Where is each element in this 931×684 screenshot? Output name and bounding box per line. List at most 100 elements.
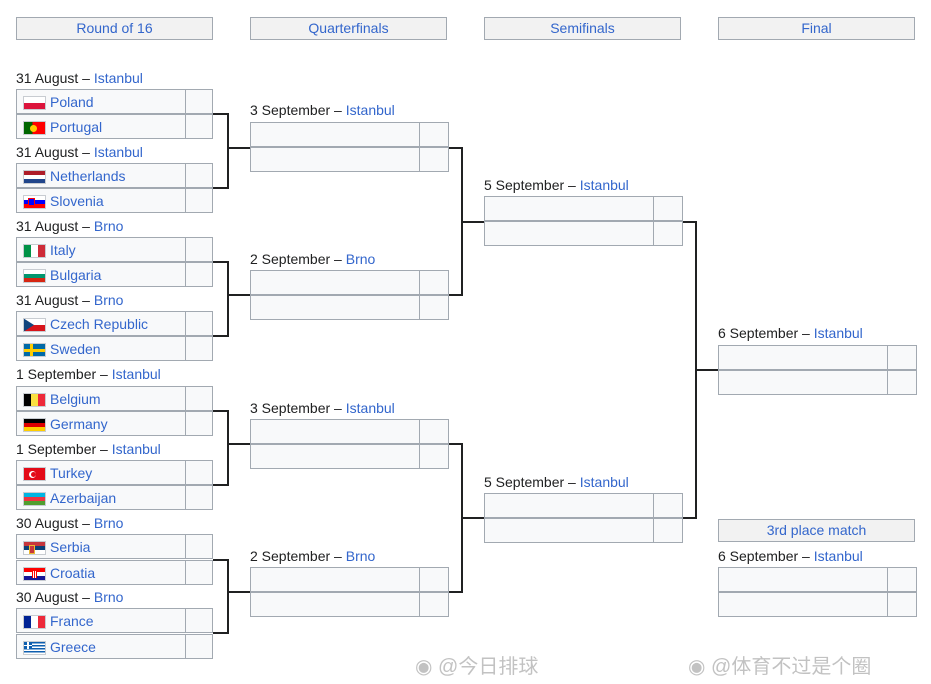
- score-cell: [185, 311, 213, 336]
- team-slot: [250, 295, 420, 320]
- qf-match-4-city[interactable]: Brno: [345, 548, 376, 564]
- score-cell: [653, 518, 683, 543]
- team-name-link[interactable]: Serbia: [50, 539, 91, 555]
- bracket-connector: [227, 559, 229, 634]
- flag-netherlands-icon: [23, 170, 46, 184]
- team-name-link[interactable]: Bulgaria: [50, 267, 102, 283]
- team-name-link[interactable]: Italy: [50, 242, 76, 258]
- team-slot: [250, 270, 420, 295]
- sf-match-2-city[interactable]: Istanbul: [579, 474, 629, 490]
- team-name-link[interactable]: Portugal: [50, 119, 103, 135]
- team-name-link[interactable]: Sweden: [50, 341, 101, 357]
- third-place-city[interactable]: Istanbul: [813, 548, 863, 564]
- team-slot: [718, 370, 888, 395]
- qf-match-3-city[interactable]: Istanbul: [345, 400, 395, 416]
- r16-match-4-city[interactable]: Brno: [93, 292, 124, 308]
- team-name-link[interactable]: Turkey: [50, 465, 93, 481]
- r16-match-7-city[interactable]: Brno: [93, 515, 124, 531]
- team-slot: [250, 567, 420, 592]
- score-cell: [887, 567, 917, 592]
- bracket-connector: [449, 147, 463, 149]
- team-row: Serbia: [16, 534, 186, 559]
- score-cell: [185, 188, 213, 213]
- team-name-link[interactable]: Netherlands: [50, 168, 126, 184]
- r16-match-2-city[interactable]: Istanbul: [93, 144, 143, 160]
- team-slot: [250, 592, 420, 617]
- flag-azerbaijan-icon: [23, 492, 46, 506]
- team-slot: [718, 345, 888, 370]
- flag-turkey-icon: [23, 467, 46, 481]
- flag-croatia-icon: [23, 567, 46, 581]
- third-place-date: 6 September – Istanbul: [718, 548, 863, 564]
- r16-match-4-date: 31 August – Brno: [16, 292, 124, 308]
- flag-italy-icon: [23, 244, 46, 258]
- flag-serbia-icon: [23, 541, 46, 555]
- team-row: Italy: [16, 237, 186, 262]
- team-name-link[interactable]: Czech Republic: [50, 316, 149, 332]
- header-third-place[interactable]: 3rd place match: [718, 519, 915, 542]
- header-round-of-16[interactable]: Round of 16: [16, 17, 213, 40]
- flag-bulgaria-icon: [23, 269, 46, 283]
- r16-match-3-date: 31 August – Brno: [16, 218, 124, 234]
- team-name-link[interactable]: Poland: [50, 94, 94, 110]
- r16-match-6-city[interactable]: Istanbul: [111, 441, 161, 457]
- r16-match-5-city[interactable]: Istanbul: [111, 366, 161, 382]
- team-row: Bulgaria: [16, 262, 186, 287]
- bracket-connector: [213, 113, 229, 115]
- team-name-link[interactable]: Belgium: [50, 391, 101, 407]
- flag-poland-icon: [23, 96, 46, 110]
- score-cell: [185, 237, 213, 262]
- score-cell: [419, 122, 449, 147]
- header-final[interactable]: Final: [718, 17, 915, 40]
- team-name-link[interactable]: France: [50, 613, 94, 629]
- final-city[interactable]: Istanbul: [813, 325, 863, 341]
- weibo-icon: ◉: [688, 656, 706, 678]
- bracket-connector: [695, 369, 718, 371]
- r16-match-8-city[interactable]: Brno: [93, 589, 124, 605]
- score-cell: [185, 485, 213, 510]
- score-cell: [653, 493, 683, 518]
- team-name-link[interactable]: Azerbaijan: [50, 490, 117, 506]
- flag-france-icon: [23, 615, 46, 629]
- score-cell: [185, 114, 213, 139]
- r16-match-5-date: 1 September – Istanbul: [16, 366, 161, 382]
- bracket-connector: [227, 261, 229, 337]
- score-cell: [185, 262, 213, 287]
- sf-match-1-date: 5 September – Istanbul: [484, 177, 629, 193]
- flag-belgium-icon: [23, 393, 46, 407]
- flag-czech-republic-icon: [23, 318, 46, 332]
- team-name-link[interactable]: Greece: [50, 639, 96, 655]
- team-name-link[interactable]: Croatia: [50, 565, 96, 581]
- team-slot: [484, 493, 654, 518]
- team-row: Germany: [16, 411, 186, 436]
- team-row: Turkey: [16, 460, 186, 485]
- bracket-connector: [461, 221, 484, 223]
- r16-match-1-date: 31 August – Istanbul: [16, 70, 143, 86]
- qf-match-1-city[interactable]: Istanbul: [345, 102, 395, 118]
- r16-match-6-date: 1 September – Istanbul: [16, 441, 161, 457]
- score-cell: [185, 534, 213, 559]
- bracket-connector: [449, 294, 463, 296]
- team-row: Belgium: [16, 386, 186, 411]
- header-quarterfinals[interactable]: Quarterfinals: [250, 17, 447, 40]
- bracket-connector: [213, 632, 229, 634]
- r16-match-3-city[interactable]: Brno: [93, 218, 124, 234]
- qf-match-3-date: 3 September – Istanbul: [250, 400, 395, 416]
- team-slot: [718, 567, 888, 592]
- team-name-link[interactable]: Slovenia: [50, 193, 104, 209]
- team-row: France: [16, 608, 186, 633]
- score-cell: [185, 386, 213, 411]
- team-row: Czech Republic: [16, 311, 186, 336]
- header-semifinals[interactable]: Semifinals: [484, 17, 681, 40]
- bracket-connector: [213, 187, 229, 189]
- score-cell: [185, 460, 213, 485]
- team-slot: [250, 419, 420, 444]
- team-name-link[interactable]: Germany: [50, 416, 108, 432]
- qf-match-4-date: 2 September – Brno: [250, 548, 376, 564]
- team-row: Greece: [16, 634, 186, 659]
- r16-match-1-city[interactable]: Istanbul: [93, 70, 143, 86]
- bracket-connector: [449, 443, 463, 445]
- score-cell: [653, 221, 683, 246]
- sf-match-1-city[interactable]: Istanbul: [579, 177, 629, 193]
- qf-match-2-city[interactable]: Brno: [345, 251, 376, 267]
